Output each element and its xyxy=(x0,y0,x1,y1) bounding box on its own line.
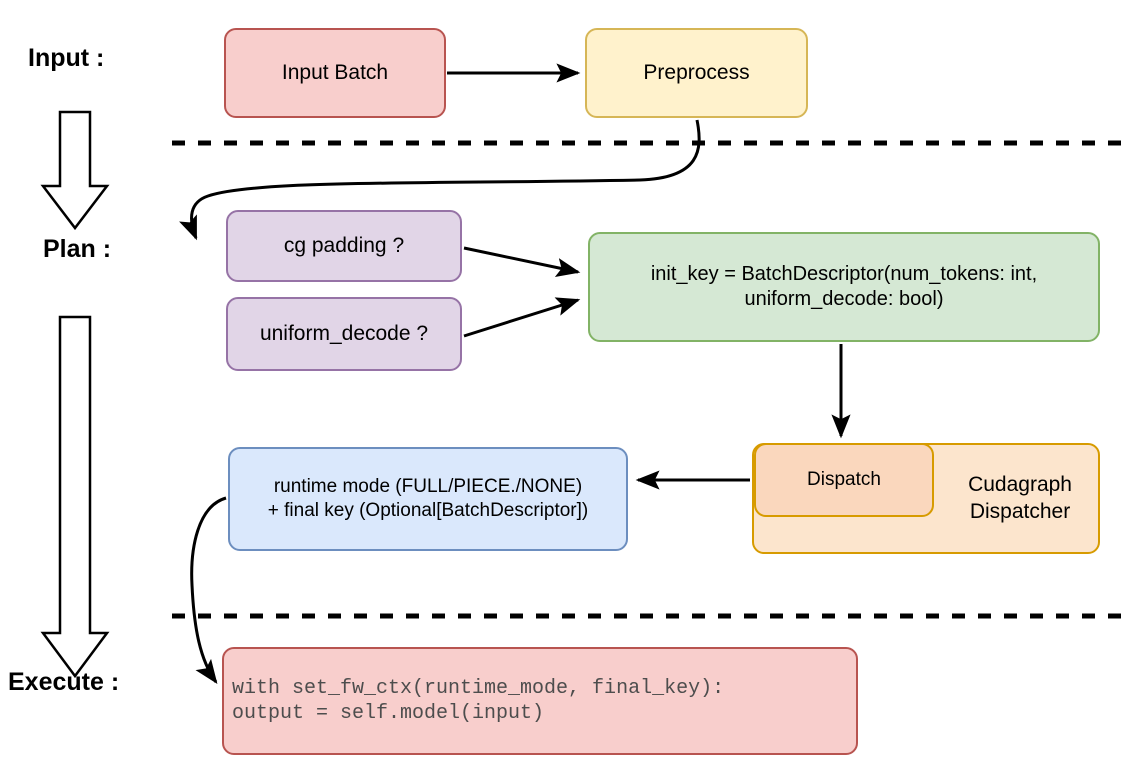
node-cg-padding-label: cg padding ? xyxy=(283,233,405,257)
node-init-key[interactable]: init_key = BatchDescriptor(num_tokens: i… xyxy=(588,232,1100,342)
node-execute-code[interactable]: with set_fw_ctx(runtime_mode, final_key)… xyxy=(222,647,858,755)
stage-label-input: Input : xyxy=(28,44,105,72)
node-uniform-decode-label: uniform_decode ? xyxy=(259,321,429,345)
edge-cg-padding-to-init-key xyxy=(463,246,581,277)
node-cudagraph-dispatcher-label: Cudagraph Dispatcher xyxy=(968,473,1072,523)
node-uniform-decode[interactable]: uniform_decode ? xyxy=(226,297,462,371)
stage-label-execute: Execute : xyxy=(8,668,120,696)
node-preprocess[interactable]: Preprocess xyxy=(585,28,808,118)
node-runtime-mode-label: runtime mode (FULL/PIECE./NONE) + final … xyxy=(267,476,589,521)
node-input-batch-label: Input Batch xyxy=(281,60,389,84)
node-init-key-label: init_key = BatchDescriptor(num_tokens: i… xyxy=(650,263,1038,310)
stage-arrow-plan-to-execute xyxy=(40,315,110,679)
stage-arrow-input-to-plan xyxy=(40,110,110,231)
node-preprocess-label: Preprocess xyxy=(643,60,750,84)
edge-uniform-decode-to-init-key xyxy=(463,297,581,338)
node-cg-padding[interactable]: cg padding ? xyxy=(226,210,462,282)
node-input-batch[interactable]: Input Batch xyxy=(224,28,446,118)
node-dispatch[interactable]: Dispatch xyxy=(754,443,934,517)
node-dispatch-label: Dispatch xyxy=(807,469,881,491)
edge-runtime-mode-to-execute-code xyxy=(190,496,227,684)
node-runtime-mode[interactable]: runtime mode (FULL/PIECE./NONE) + final … xyxy=(228,447,628,551)
node-execute-code-label: with set_fw_ctx(runtime_mode, final_key)… xyxy=(232,677,725,725)
stage-label-plan: Plan : xyxy=(43,235,112,263)
